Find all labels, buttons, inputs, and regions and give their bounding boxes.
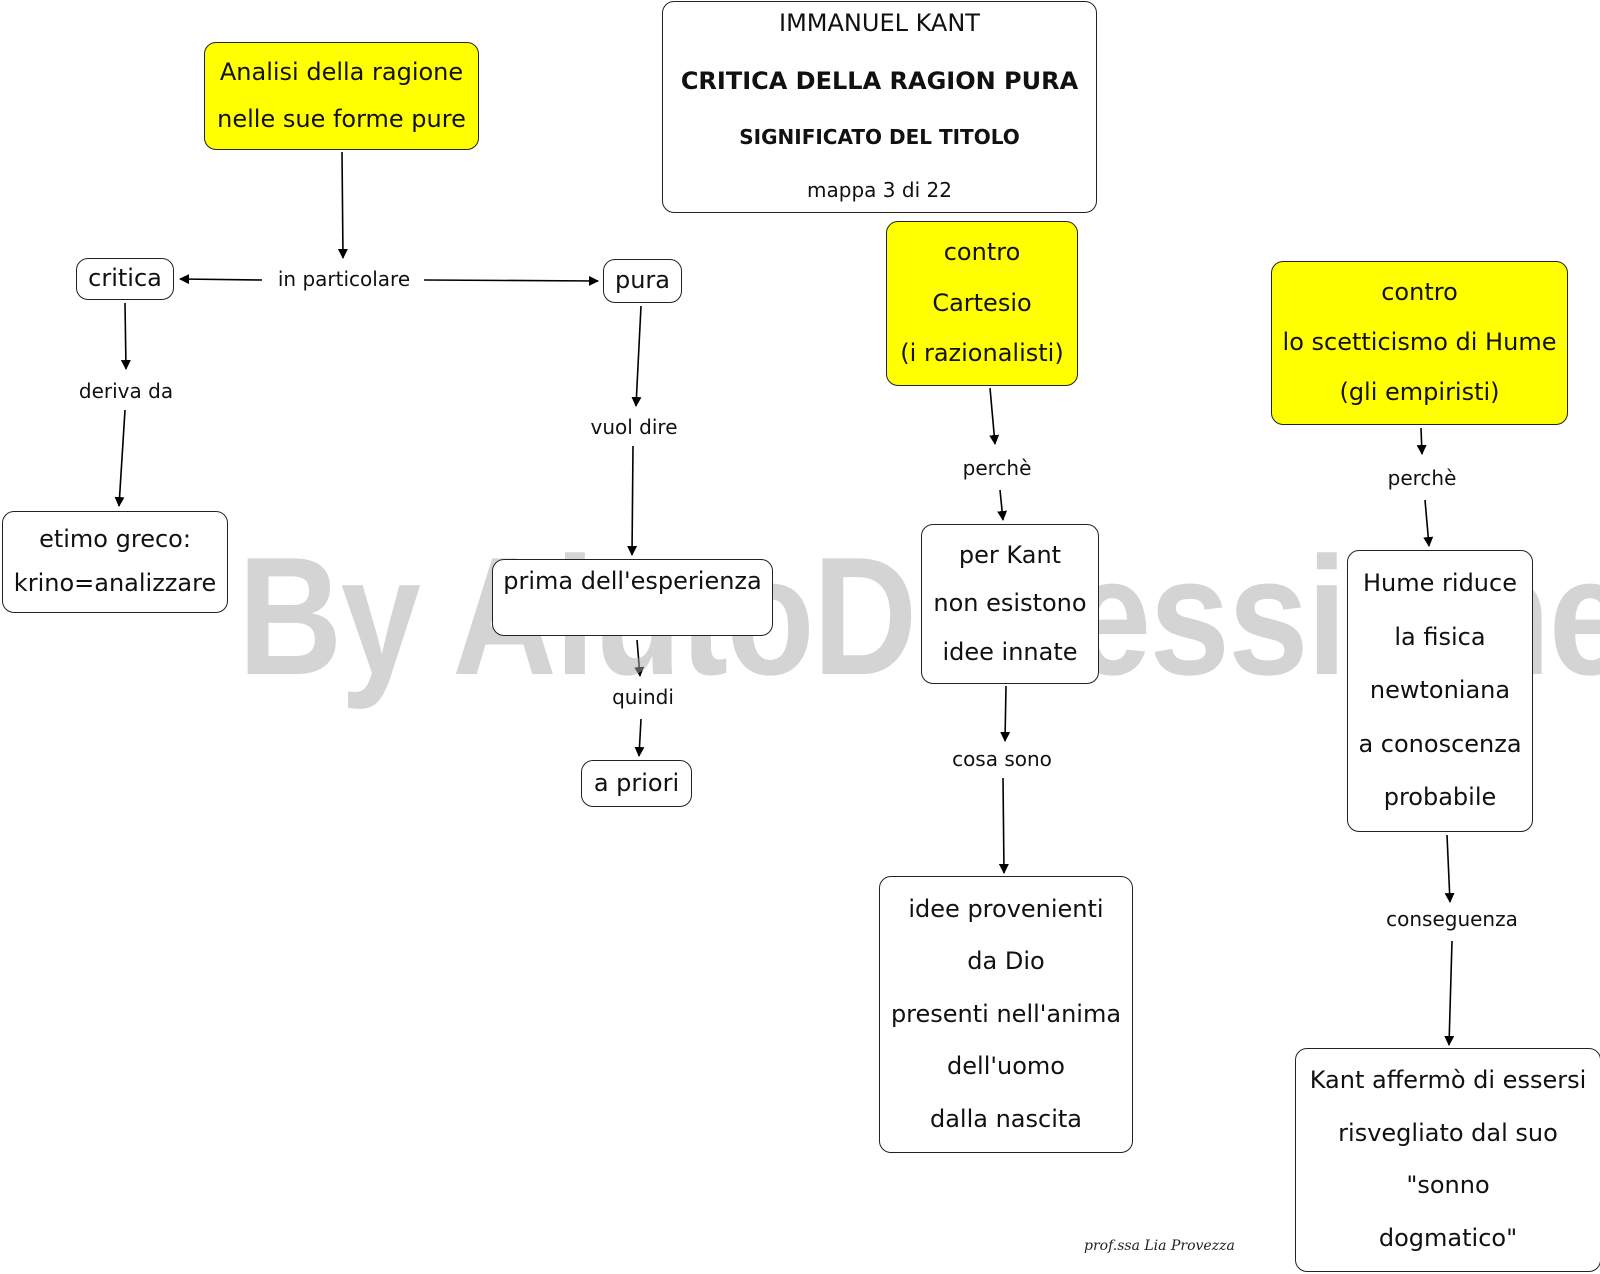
node-critica: critica <box>76 258 174 300</box>
node-text: idee innate <box>942 637 1078 666</box>
arrow-link-to-pura <box>423 275 599 286</box>
arrow-riduce-to-conseguenza <box>1444 834 1455 903</box>
author-heading: IMMANUEL KANT <box>779 9 980 37</box>
node-text: prima dell'esperienza <box>503 567 762 595</box>
map-number: mappa 3 di 22 <box>807 177 952 202</box>
author-signature: prof.ssa Lia Provezza <box>1084 1238 1235 1254</box>
node-text: a conoscenza <box>1358 729 1522 758</box>
node-text: lo scetticismo di Hume <box>1282 328 1557 357</box>
node-text: idee provenienti <box>908 894 1104 923</box>
arrow-hume-to-perche <box>1416 427 1427 455</box>
arrow-cosa-to-idee <box>998 777 1009 874</box>
node-prima: prima dell'esperienza <box>492 559 773 636</box>
node-text: Cartesio <box>932 288 1032 317</box>
node-text: dogmatico" <box>1378 1223 1518 1252</box>
arrow-prima-to-quindi <box>634 639 645 677</box>
node-text: etimo greco: <box>39 525 191 554</box>
node-pura: pura <box>603 259 682 303</box>
node-per-kant: per Kant non esistono idee innate <box>921 524 1099 684</box>
arrow-critica-to-deriva <box>120 302 131 370</box>
arrow-quindi-to-apriori <box>634 718 645 757</box>
node-a-priori: a priori <box>581 760 692 807</box>
node-hume-riduce: Hume riduce la fisica newtoniana a conos… <box>1347 550 1533 832</box>
node-analisi: Analisi della ragione nelle sue forme pu… <box>204 42 479 150</box>
link-perche-hume: perchè <box>1381 464 1463 492</box>
node-text: non esistono <box>933 589 1087 618</box>
node-text: (i razionalisti) <box>900 339 1064 368</box>
node-text: Kant affermò di essersi <box>1309 1066 1587 1095</box>
node-text: critica <box>88 264 162 293</box>
node-hume: contro lo scetticismo di Hume (gli empir… <box>1271 261 1568 425</box>
node-text: contro <box>943 238 1021 267</box>
node-text: da Dio <box>967 947 1045 976</box>
node-text: risvegliato dal suo <box>1338 1118 1558 1147</box>
node-text: "sonno <box>1406 1171 1490 1200</box>
link-quindi: quindi <box>606 683 680 711</box>
work-title: CRITICA DELLA RAGION PURA <box>680 66 1079 95</box>
node-text: probabile <box>1383 783 1497 812</box>
link-in-particolare: in particolare <box>271 265 417 293</box>
arrow-deriva-to-etimo <box>114 409 126 507</box>
node-text: la fisica <box>1394 622 1486 651</box>
link-cosa-sono: cosa sono <box>946 745 1058 773</box>
node-text: dell'uomo <box>947 1052 1065 1081</box>
node-text: a priori <box>593 768 680 797</box>
link-conseguenza: conseguenza <box>1380 905 1524 933</box>
link-perche-cartesio: perchè <box>956 454 1038 482</box>
node-text: nelle sue forme pure <box>217 104 466 133</box>
arrow-pura-to-vuol <box>631 305 642 407</box>
node-text: dalla nascita <box>929 1104 1082 1133</box>
node-text: contro <box>1381 278 1458 307</box>
node-text: presenti nell'anima <box>890 999 1122 1028</box>
link-deriva-da: deriva da <box>72 377 180 405</box>
arrow-conseguenza-to-sonno <box>1444 940 1455 1046</box>
node-text: krino=analizzare <box>13 569 217 598</box>
arrow-vuol-to-prima <box>627 445 638 556</box>
node-text: Hume riduce <box>1363 569 1517 597</box>
arrow-link-to-critica <box>179 274 263 285</box>
node-text: per Kant <box>958 540 1062 569</box>
node-kant-sonno: Kant affermò di essersi risvegliato dal … <box>1295 1048 1600 1272</box>
node-text: (gli empiristi) <box>1339 378 1500 407</box>
arrow-analisi-to-link <box>337 151 348 259</box>
title-box: IMMANUEL KANT CRITICA DELLA RAGION PURA … <box>662 1 1097 213</box>
arrow-cartesio-to-perche <box>989 387 1000 445</box>
node-cartesio: contro Cartesio (i razionalisti) <box>886 221 1078 386</box>
arrow-perche-to-riduce <box>1423 499 1434 547</box>
node-text: pura <box>614 266 671 295</box>
node-idee: idee provenienti da Dio presenti nell'an… <box>879 876 1133 1153</box>
arrow-perche-to-perkant <box>997 489 1008 521</box>
arrow-perkant-to-cosa <box>1000 685 1011 742</box>
node-text: Analisi della ragione <box>219 57 464 86</box>
title-subtitle: SIGNIFICATO DEL TITOLO <box>739 124 1020 149</box>
node-etimo: etimo greco: krino=analizzare <box>2 511 228 613</box>
node-text: newtoniana <box>1369 676 1511 705</box>
link-vuol-dire: vuol dire <box>584 413 684 441</box>
